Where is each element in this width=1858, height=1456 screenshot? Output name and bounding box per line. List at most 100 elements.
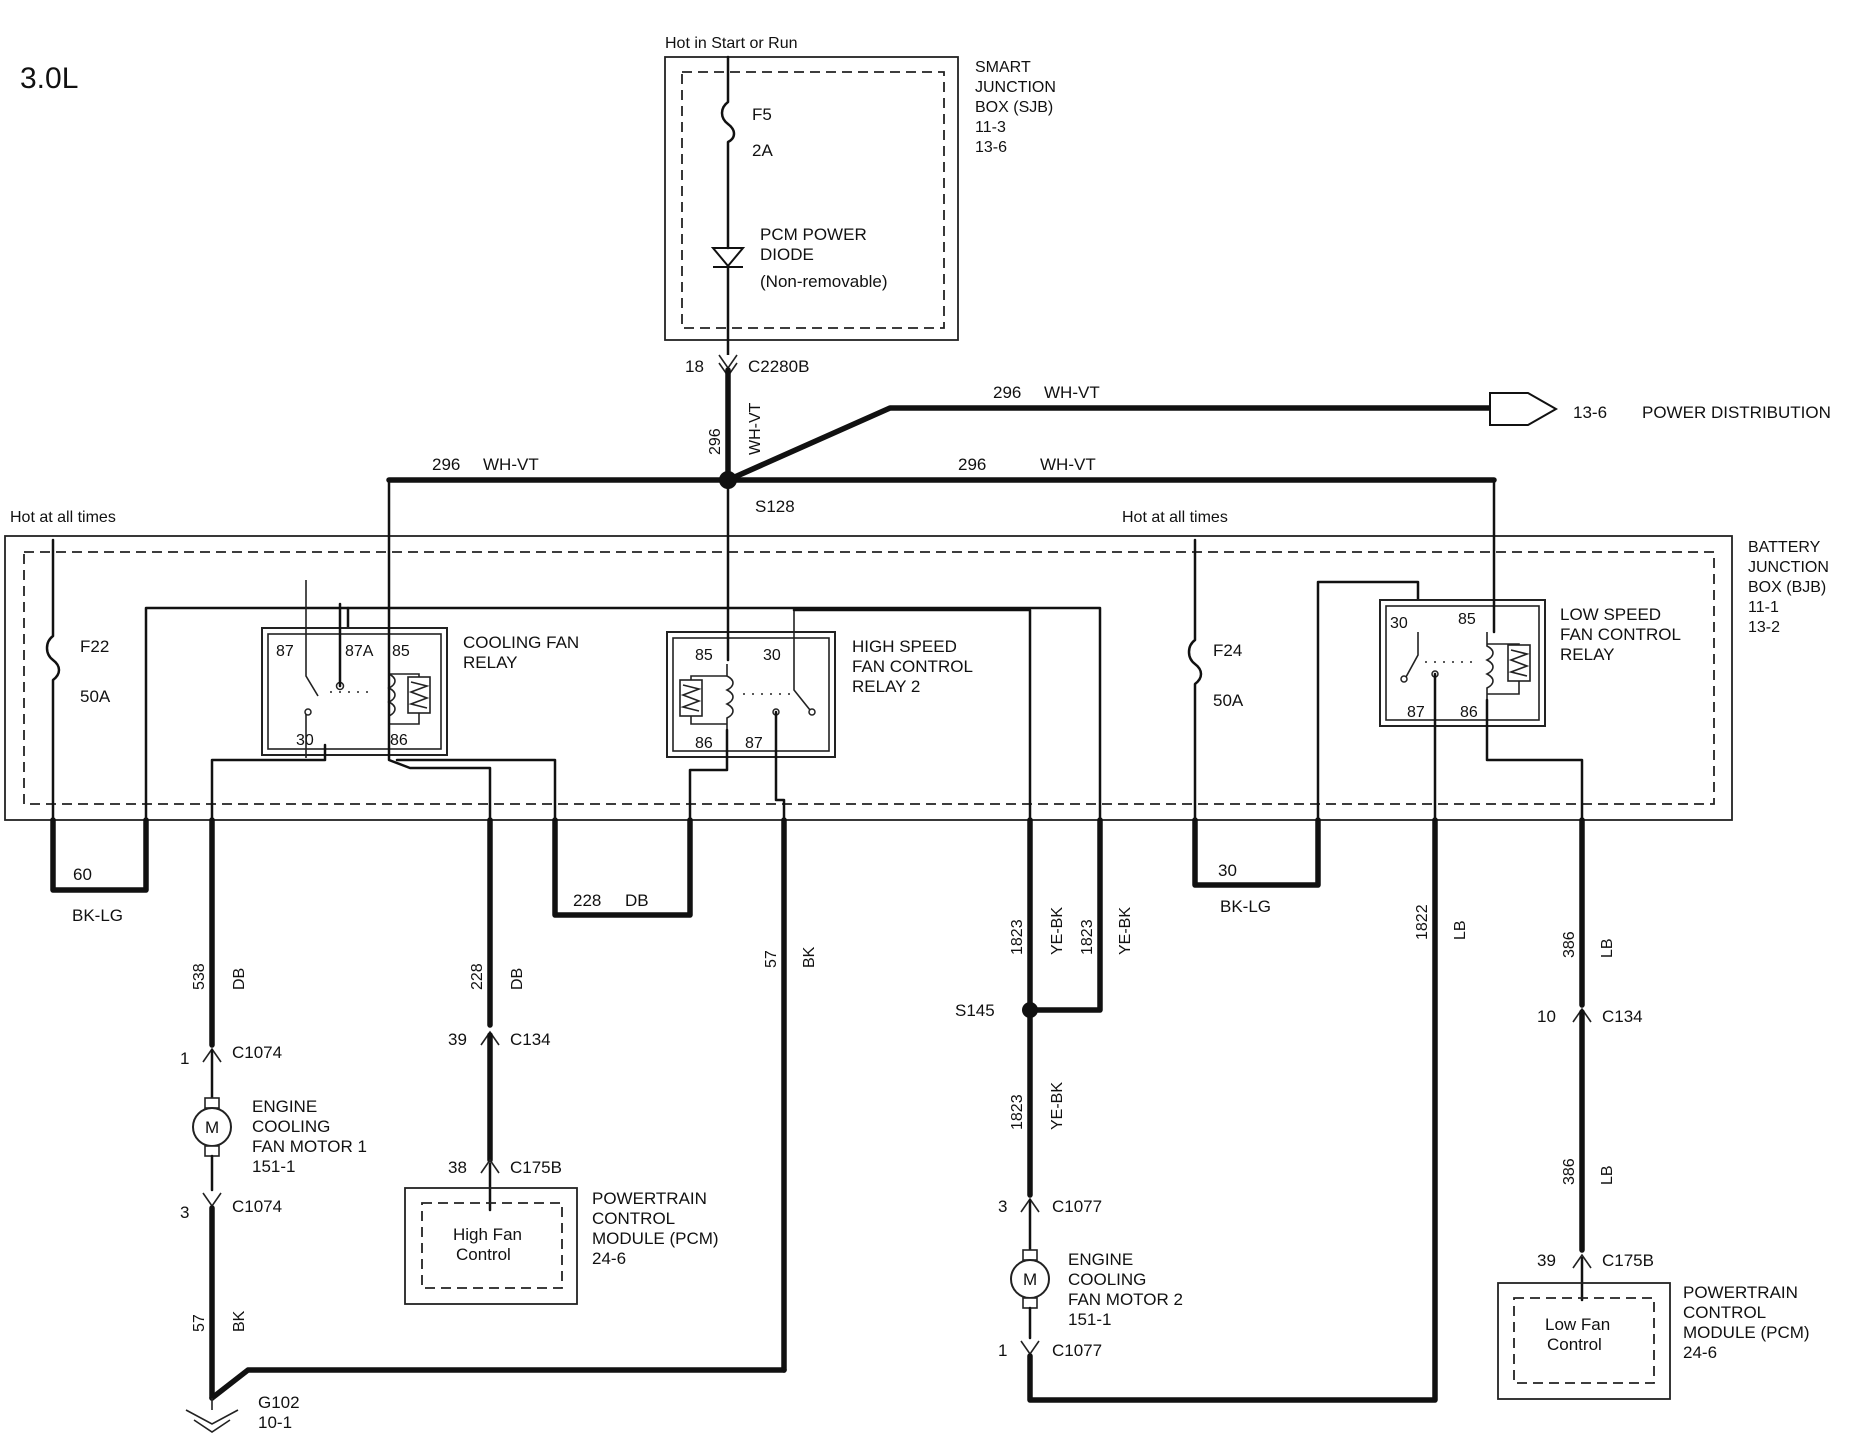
high-speed-fan-control-relay: 85 30 86 87 HIGH SPEED FAN CONTROL RELAY… bbox=[666, 610, 973, 758]
svg-text:1823: 1823 bbox=[1079, 919, 1096, 955]
svg-text:POWERTRAIN: POWERTRAIN bbox=[592, 1189, 707, 1208]
svg-text:228: 228 bbox=[469, 963, 486, 990]
motor-1-icon: M bbox=[192, 1097, 232, 1157]
svg-text:High Fan: High Fan bbox=[453, 1225, 522, 1244]
power-distribution-arrow[interactable]: 13-6 POWER DISTRIBUTION bbox=[1489, 392, 1831, 426]
svg-text:FAN CONTROL: FAN CONTROL bbox=[852, 657, 973, 676]
connector-c134-left: 39 C134 bbox=[448, 1030, 551, 1049]
svg-text:FAN MOTOR 1: FAN MOTOR 1 bbox=[252, 1137, 367, 1156]
connector-c1074-top: 1 C1074 bbox=[180, 1043, 282, 1068]
svg-text:JUNCTION: JUNCTION bbox=[1748, 559, 1829, 576]
svg-text:Control: Control bbox=[1547, 1335, 1602, 1354]
svg-text:538: 538 bbox=[191, 963, 208, 990]
svg-text:85: 85 bbox=[695, 647, 713, 664]
svg-text:1822: 1822 bbox=[1414, 904, 1431, 940]
svg-text:3: 3 bbox=[180, 1203, 189, 1222]
svg-text:POWERTRAIN: POWERTRAIN bbox=[1683, 1283, 1798, 1302]
motor-2-icon: M bbox=[1010, 1249, 1050, 1309]
svg-text:RELAY: RELAY bbox=[463, 653, 518, 672]
svg-text:1823: 1823 bbox=[1009, 919, 1026, 955]
engine-label: 3.0L bbox=[20, 62, 78, 95]
smart-junction-box: Hot in Start or Run SMART JUNCTION BOX (… bbox=[664, 35, 1056, 355]
svg-text:50A: 50A bbox=[1213, 691, 1244, 710]
sjb-title-3: BOX (SJB) bbox=[975, 99, 1053, 116]
svg-text:296: 296 bbox=[958, 455, 986, 474]
svg-text:87: 87 bbox=[1407, 704, 1425, 721]
connector-c1074-bottom: 3 C1074 bbox=[180, 1192, 282, 1222]
svg-text:POWER DISTRIBUTION: POWER DISTRIBUTION bbox=[1642, 403, 1831, 422]
hot-label-right: Hot at all times bbox=[1122, 509, 1228, 526]
svg-text:3: 3 bbox=[998, 1197, 1007, 1216]
svg-text:24-6: 24-6 bbox=[1683, 1343, 1717, 1362]
svg-text:10: 10 bbox=[1537, 1007, 1556, 1026]
svg-text:M: M bbox=[205, 1118, 219, 1137]
svg-text:LOW SPEED: LOW SPEED bbox=[1560, 605, 1661, 624]
svg-text:YE-BK: YE-BK bbox=[1049, 1082, 1066, 1130]
svg-text:85: 85 bbox=[1458, 611, 1476, 628]
svg-text:ENGINE: ENGINE bbox=[252, 1097, 317, 1116]
svg-text:57: 57 bbox=[191, 1314, 208, 1332]
ground-icon bbox=[185, 1398, 239, 1433]
svg-text:YE-BK: YE-BK bbox=[1049, 907, 1066, 955]
svg-text:11-1: 11-1 bbox=[1748, 599, 1779, 616]
splice-s128-label: S128 bbox=[755, 497, 795, 516]
connector-c134-right: 10 C134 bbox=[1537, 1007, 1643, 1026]
diode-label-2: DIODE bbox=[760, 245, 814, 264]
sjb-hot-label: Hot in Start or Run bbox=[665, 35, 798, 52]
svg-text:1823: 1823 bbox=[1009, 1094, 1026, 1130]
svg-text:Control: Control bbox=[456, 1245, 511, 1264]
svg-text:296: 296 bbox=[432, 455, 460, 474]
svg-text:HIGH SPEED: HIGH SPEED bbox=[852, 637, 957, 656]
svg-text:13-2: 13-2 bbox=[1748, 619, 1780, 636]
svg-text:YE-BK: YE-BK bbox=[1117, 907, 1134, 955]
svg-text:C2280B: C2280B bbox=[748, 357, 809, 376]
svg-text:RELAY: RELAY bbox=[1560, 645, 1615, 664]
svg-text:30: 30 bbox=[296, 732, 314, 749]
diode-label-1: PCM POWER bbox=[760, 225, 867, 244]
svg-text:BK: BK bbox=[801, 946, 818, 968]
svg-text:13-6: 13-6 bbox=[1573, 403, 1607, 422]
svg-text:WH-VT: WH-VT bbox=[1040, 455, 1096, 474]
svg-text:MODULE (PCM): MODULE (PCM) bbox=[1683, 1323, 1810, 1342]
svg-text:57: 57 bbox=[763, 950, 780, 968]
fuse-f5-label: F5 bbox=[752, 105, 772, 124]
svg-text:COOLING FAN: COOLING FAN bbox=[463, 633, 579, 652]
svg-text:BOX (BJB): BOX (BJB) bbox=[1748, 579, 1826, 596]
svg-text:LB: LB bbox=[1599, 1165, 1616, 1185]
svg-text:50A: 50A bbox=[80, 687, 111, 706]
svg-text:151-1: 151-1 bbox=[252, 1157, 295, 1176]
sjb-title-5: 13-6 bbox=[975, 139, 1007, 156]
svg-text:30: 30 bbox=[1218, 861, 1237, 880]
svg-text:F22: F22 bbox=[80, 637, 109, 656]
svg-text:COOLING: COOLING bbox=[1068, 1270, 1146, 1289]
svg-text:228: 228 bbox=[573, 891, 601, 910]
cooling-fan-relay: 87 87A 85 30 86 COOLING FAN RELAY bbox=[261, 580, 579, 758]
svg-text:DB: DB bbox=[231, 968, 248, 990]
splice-s145 bbox=[1022, 1002, 1038, 1018]
svg-text:86: 86 bbox=[390, 732, 408, 749]
svg-text:LB: LB bbox=[1599, 938, 1616, 958]
svg-text:C175B: C175B bbox=[1602, 1251, 1654, 1270]
sjb-title-4: 11-3 bbox=[975, 119, 1006, 136]
connector-c175b-left: 38 C175B bbox=[448, 1158, 562, 1177]
connector-c175b-right: 39 C175B bbox=[1537, 1251, 1654, 1270]
svg-text:CONTROL: CONTROL bbox=[1683, 1303, 1766, 1322]
svg-text:Low Fan: Low Fan bbox=[1545, 1315, 1610, 1334]
svg-text:BK: BK bbox=[231, 1310, 248, 1332]
svg-text:ENGINE: ENGINE bbox=[1068, 1250, 1133, 1269]
svg-text:38: 38 bbox=[448, 1158, 467, 1177]
svg-text:86: 86 bbox=[695, 735, 713, 752]
diode-label-3: (Non-removable) bbox=[760, 272, 888, 291]
sjb-title-2: JUNCTION bbox=[975, 79, 1056, 96]
svg-text:C175B: C175B bbox=[510, 1158, 562, 1177]
svg-text:60: 60 bbox=[73, 865, 92, 884]
svg-text:85: 85 bbox=[392, 643, 410, 660]
fuse-f22: F22 50A bbox=[45, 538, 111, 892]
svg-text:C134: C134 bbox=[510, 1030, 551, 1049]
svg-text:30: 30 bbox=[763, 647, 781, 664]
svg-text:C1077: C1077 bbox=[1052, 1341, 1102, 1360]
pcm-right: Low Fan Control POWERTRAIN CONTROL MODUL… bbox=[1497, 1282, 1810, 1400]
svg-text:86: 86 bbox=[1460, 704, 1478, 721]
svg-text:18: 18 bbox=[685, 357, 704, 376]
connector-c1077-top: 3 C1077 bbox=[998, 1197, 1102, 1216]
